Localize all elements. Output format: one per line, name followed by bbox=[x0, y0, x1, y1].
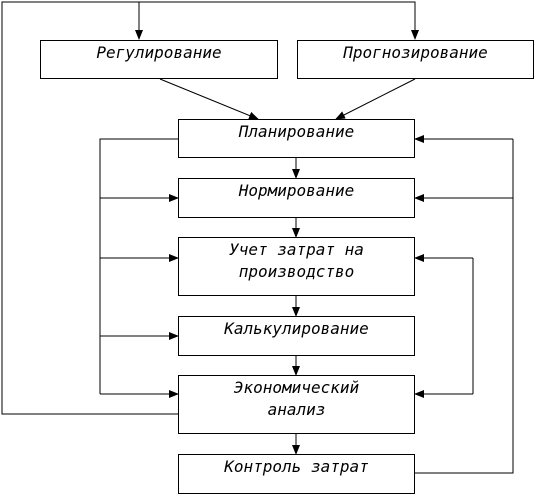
forecasting-label: Прогнозирование bbox=[343, 43, 488, 62]
norming-label: Нормирование bbox=[238, 181, 355, 200]
cost-accounting-label-line2: производство bbox=[238, 262, 355, 281]
norming-box: Нормирование bbox=[178, 178, 415, 218]
economic-analysis-box: Экономический анализ bbox=[178, 375, 415, 434]
planning-left-bus bbox=[99, 138, 178, 394]
cost-accounting-label-line1: Учет затрат на bbox=[229, 240, 364, 259]
cost-control-box: Контроль затрат bbox=[178, 454, 415, 494]
cost-accounting-box: Учет затрат на производство bbox=[178, 237, 415, 296]
costing-box: Калькулирование bbox=[178, 316, 415, 356]
control-right-bus bbox=[415, 139, 514, 474]
costing-label: Калькулирование bbox=[224, 319, 369, 338]
feedback-to-regulation-arrow bbox=[1, 1, 178, 415]
feedback-to-forecasting-arrow bbox=[139, 1, 419, 40]
forecasting-box: Прогнозирование bbox=[297, 40, 534, 79]
economic-analysis-label-line2: анализ bbox=[267, 400, 326, 419]
cost-control-label: Контроль затрат bbox=[224, 457, 369, 476]
regulation-to-planning-arrow bbox=[159, 78, 259, 120]
planning-box: Планирование bbox=[178, 119, 415, 158]
planning-label: Планирование bbox=[238, 122, 355, 141]
forecasting-to-planning-arrow bbox=[335, 78, 416, 120]
regulation-label: Регулирование bbox=[96, 43, 222, 62]
economic-analysis-label-line1: Экономический bbox=[233, 378, 360, 397]
regulation-box: Регулирование bbox=[40, 40, 278, 79]
